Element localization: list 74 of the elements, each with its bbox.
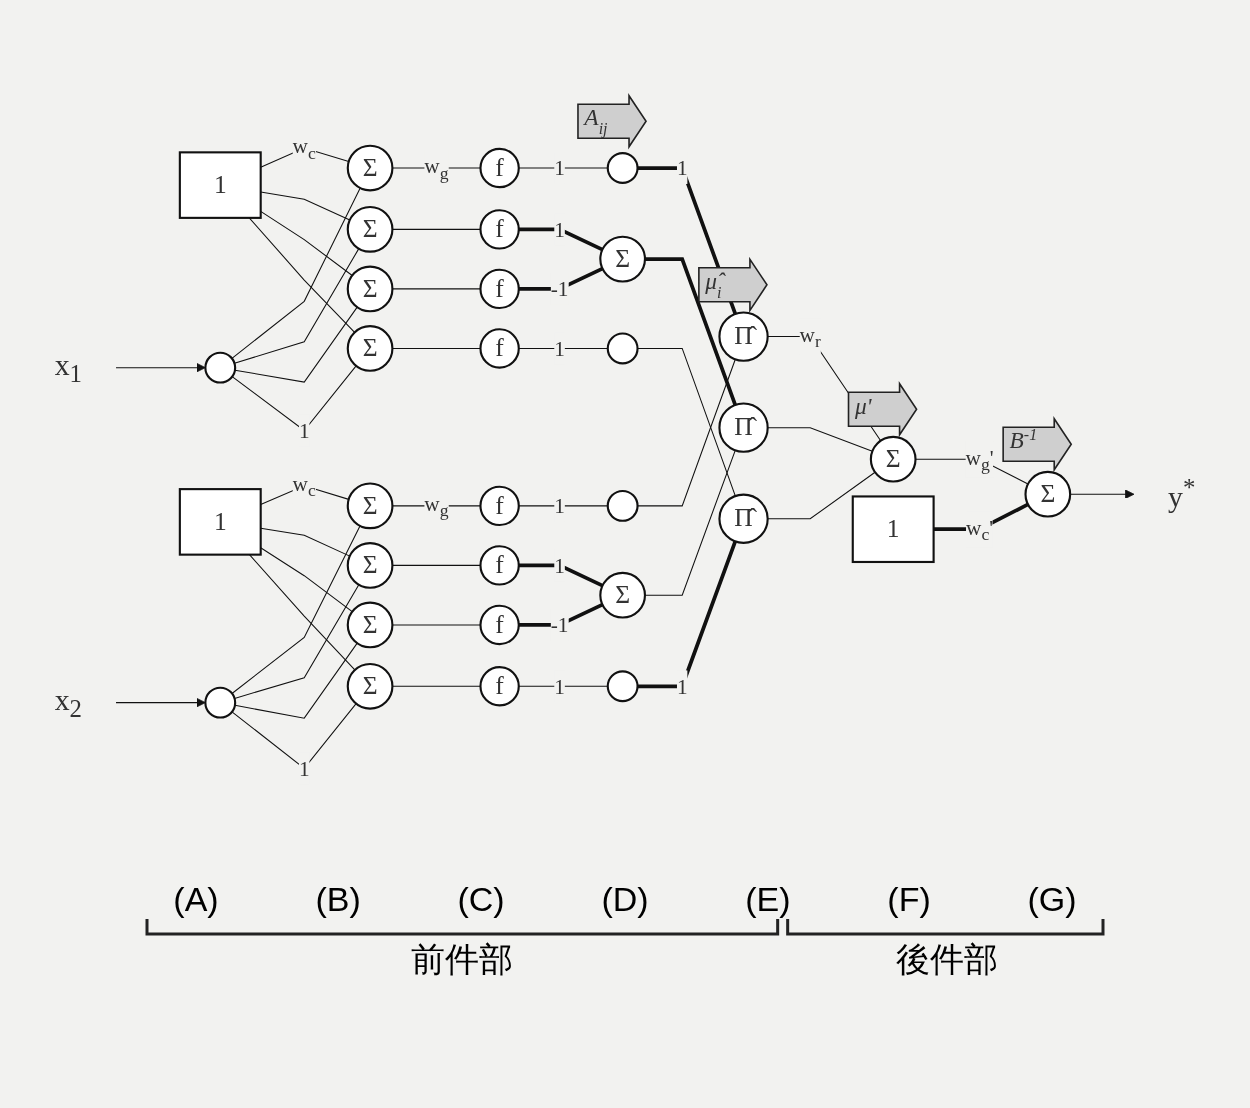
connector [231,187,361,359]
node-box [178,488,262,556]
connector [234,306,358,383]
column-label: (D) [601,880,649,919]
node-circle [479,147,520,189]
node-circle [346,265,394,313]
column-label: (C) [457,880,505,919]
node-text: x$_{2}$ [54,683,82,723]
node-circle [479,485,520,527]
callout-arrow: B$^{-1}$ [1002,416,1073,473]
connector [518,685,609,687]
callout-arrow: A$_{ij}$ [577,93,647,150]
node-circle [479,268,520,310]
node-circle [599,571,647,619]
connector [518,563,604,588]
node-circle [599,235,647,283]
node-box [851,495,935,564]
node-circle [606,489,639,522]
node-box [178,151,262,219]
node-circle [479,209,520,250]
node-text: y$^{*}$ [1168,473,1196,514]
node-circle [346,542,394,589]
connector [234,642,358,719]
connector [518,167,609,169]
column-label: (E) [745,880,791,919]
node-circle [606,332,639,365]
connector [248,217,356,333]
connector [231,525,361,695]
group-label: 前件部 [409,938,514,981]
node-circle [204,351,237,384]
node-circle [718,493,769,544]
node-circle [346,325,394,372]
connector [767,471,876,520]
arrow [115,363,206,373]
node-circle [718,311,769,362]
node-circle [346,662,394,710]
node-circle [606,670,639,703]
group-label: 後件部 [894,938,999,981]
connector [518,347,609,349]
node-circle [346,601,394,649]
connector [518,227,604,252]
connector [518,505,609,507]
column-label: (B) [315,880,361,919]
connector [260,527,351,557]
node-circle [346,205,394,253]
connector [644,257,738,406]
arrow [115,697,206,708]
connector [260,191,351,221]
callout-arrow: μ' [847,381,918,438]
connector [234,584,360,699]
node-circle [346,144,394,192]
node-circle [346,482,394,530]
node-circle [606,152,639,184]
node-text: x$_{1}$ [54,348,82,388]
connector [644,449,736,596]
node-circle [479,666,520,707]
connector [260,547,353,613]
node-circle [1024,470,1072,518]
connector [248,554,356,671]
node-circle [479,604,520,646]
connector [260,210,353,277]
callout-arrow: μ̂$_{i}$ [698,256,768,313]
node-circle [869,435,917,483]
connector [637,540,737,689]
column-label: (F) [887,880,931,919]
node-circle [479,545,520,586]
connector [767,427,873,452]
node-circle [479,328,520,369]
node-circle [718,402,769,453]
node-circle [204,686,237,719]
network-diagram: w$_{c}$ 1 w$_{g}$ 1 1 -1 1 w$_{c}$ 1 w$_{g}$ 1 1 -1 1 1 1 w$_{r}$ w$_{g}$' w$_{c}$' x$_{1}$ 1 Σ Σ Σ Σ f f f f Σ 1 x$_{2}$ Σ Σ Σ Σ f f f f Σ Π̂ Π̂ Π̂ Σ 1 Σ y$^{*}$ A$_{ij}$ μ̂$_{i}$ μ' B$^{-1}$ [10,0,1240,880]
column-label: (A) [173,880,219,919]
arrow [1069,489,1135,499]
column-label: (G) [1027,880,1077,919]
